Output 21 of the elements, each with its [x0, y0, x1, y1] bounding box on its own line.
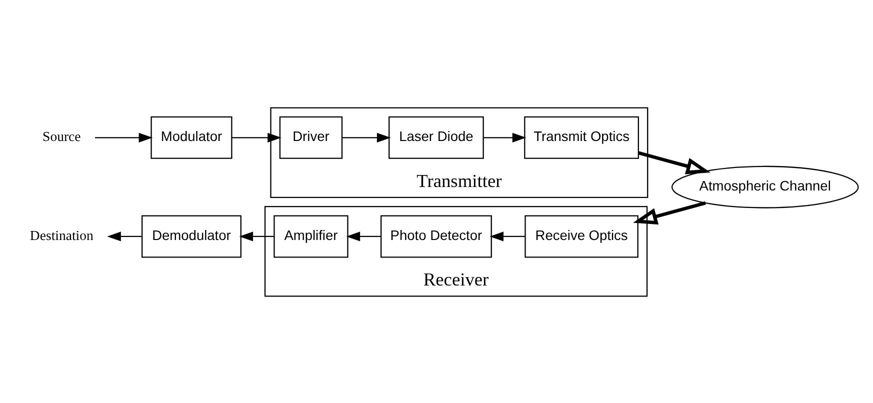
arrow — [490, 231, 525, 241]
arrow — [232, 132, 282, 142]
node-box: Amplifier — [274, 214, 348, 258]
node-box: Modulator — [150, 116, 232, 158]
node-box: Driver — [279, 116, 343, 158]
node-box: Laser Diode — [388, 116, 484, 158]
arrow — [633, 200, 706, 224]
node-ellipse: Atmospheric Channel — [671, 165, 859, 208]
node-text: Destination — [30, 228, 94, 243]
node-text: Source — [42, 128, 81, 144]
arrow — [346, 231, 381, 241]
arrow — [483, 132, 526, 142]
node-box: Transmit Optics — [524, 116, 639, 158]
arrow — [239, 231, 274, 241]
arrow — [638, 150, 710, 174]
node-box: Photo Detector — [380, 214, 492, 258]
arrow — [94, 132, 153, 142]
node-box: Receive Optics — [524, 214, 638, 258]
arrow — [107, 231, 142, 241]
arrow — [342, 132, 391, 142]
node-box: Demodulator — [142, 214, 242, 258]
